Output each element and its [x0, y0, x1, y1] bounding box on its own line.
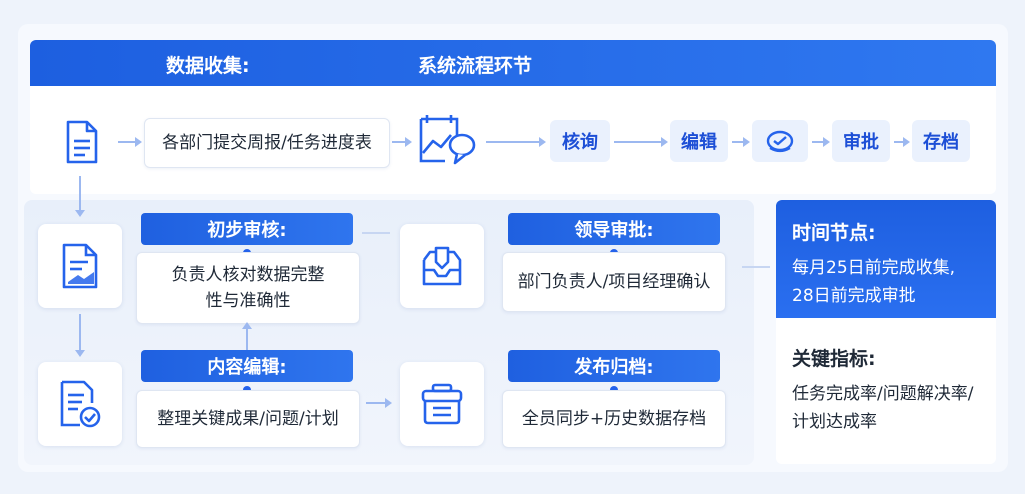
initial-review-text: 负责人核对数据完整 性与准确性 [171, 265, 325, 311]
kpi-title: 关键指标: [792, 348, 876, 370]
node-approve: 审批 [832, 120, 890, 162]
kpi-text: 任务完成率/问题解决率/ 计划达成率 [792, 384, 974, 432]
document-icon [58, 115, 106, 169]
content-edit-text: 整理关键成果/问题/计划 [157, 409, 339, 429]
arrow-right [118, 136, 142, 148]
publish-archive-box: 全员同步+历史数据存档 [502, 390, 726, 448]
gear-icon [766, 130, 794, 153]
approval-icon-box [400, 224, 484, 308]
initial-review-title: 初步审核: [141, 213, 353, 245]
leader-approval-title: 领导审批: [508, 213, 720, 245]
submit-report-text: 各部门提交周报/任务进度表 [162, 133, 372, 153]
content-edit-box: 整理关键成果/问题/计划 [136, 390, 360, 448]
arrow-down [74, 176, 86, 220]
arrow-right [486, 136, 546, 148]
leader-approval-box: 部门负责人/项目经理确认 [502, 252, 726, 312]
data-collection-title: 数据收集: [166, 55, 250, 77]
inbox-check-icon [422, 246, 462, 286]
archive-icon-box [400, 362, 484, 446]
archive-box-icon [421, 383, 463, 425]
arrow-right [732, 136, 750, 148]
kpi-card: 关键指标: 任务完成率/问题解决率/ 计划达成率 [776, 318, 996, 464]
leader-approval-text: 部门负责人/项目经理确认 [517, 272, 711, 292]
node-query: 核询 [550, 120, 610, 162]
arrow-right [894, 136, 910, 148]
time-node-title: 时间节点: [792, 222, 876, 244]
initial-review-box: 负责人核对数据完整 性与准确性 [136, 252, 360, 324]
arrow-right [392, 136, 412, 148]
gear-node [752, 120, 808, 162]
publish-archive-text: 全员同步+历史数据存档 [521, 409, 707, 429]
connector-line [742, 266, 770, 268]
system-flow-title: 系统流程环节 [418, 55, 533, 77]
document-chart-icon [62, 243, 98, 289]
document-check-icon [60, 380, 101, 428]
node-edit: 编辑 [670, 120, 728, 162]
arrow-right [366, 397, 392, 409]
chart-chat-icon [414, 110, 480, 170]
arrow-right [614, 136, 668, 148]
review-doc-icon-box [38, 224, 122, 308]
connector-line [362, 232, 390, 234]
time-node-text: 每月25日前完成收集, 28日前完成审批 [792, 258, 956, 306]
time-node-card: 时间节点: 每月25日前完成收集, 28日前完成审批 [776, 200, 996, 318]
publish-archive-title: 发布归档: [508, 350, 720, 382]
node-archive: 存档 [912, 120, 970, 162]
header-band: 数据收集: 系统流程环节 [30, 40, 996, 86]
arrow-right [812, 136, 830, 148]
content-edit-title: 内容编辑: [141, 350, 353, 382]
arrow-down [74, 314, 86, 360]
edit-doc-icon-box [38, 362, 122, 446]
submit-report-box: 各部门提交周报/任务进度表 [144, 118, 390, 168]
arrow-up [241, 322, 253, 350]
